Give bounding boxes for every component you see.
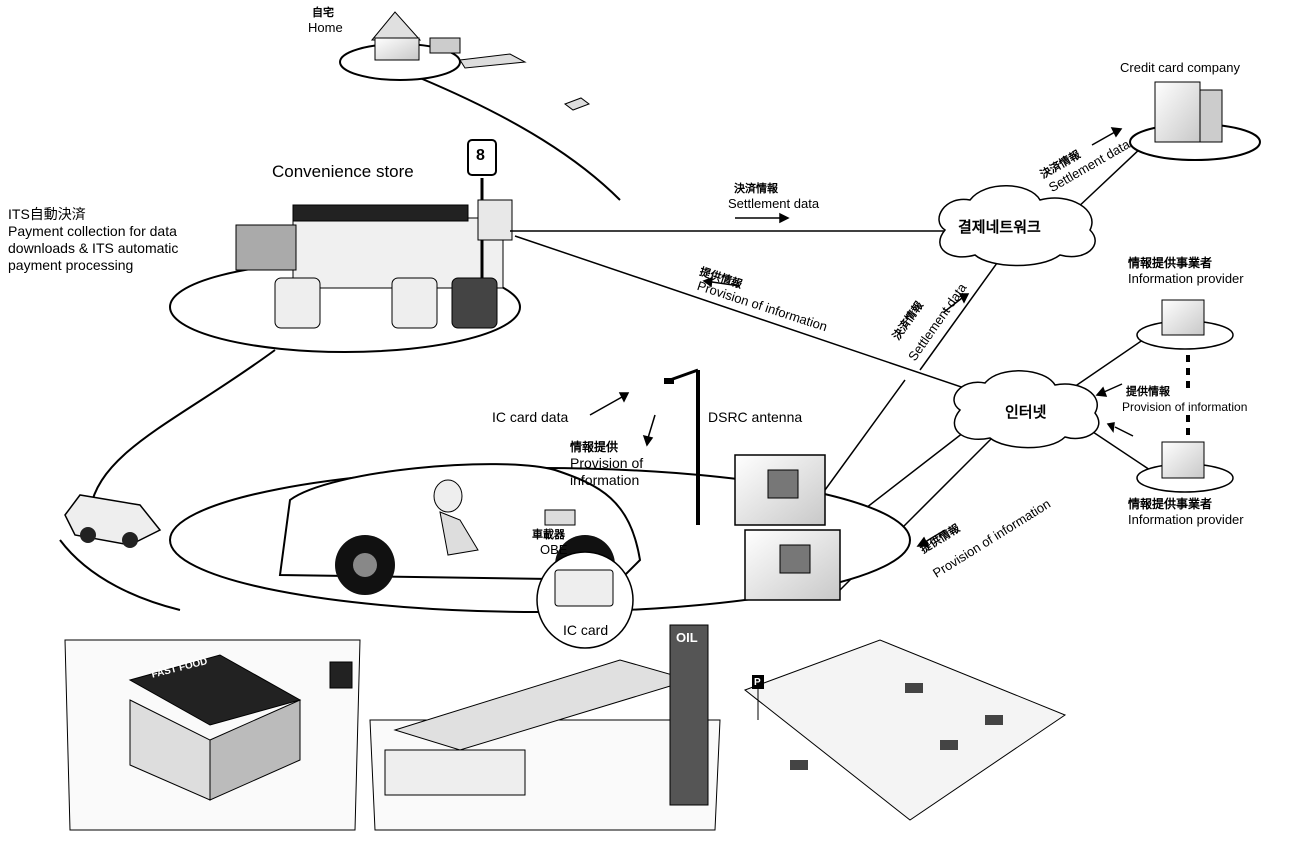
home-platform	[340, 12, 525, 80]
provision-right-jp: 提供情報	[1126, 385, 1170, 400]
info-provision-en2: information	[570, 473, 639, 488]
information-provider-building-bottom	[1137, 442, 1233, 492]
obe-en: OBE	[540, 542, 567, 557]
info-provider-bottom-jp: 情報提供事業者	[1128, 497, 1212, 512]
ic-card-data-label: IC card data	[492, 410, 568, 425]
terminal-lower	[745, 530, 840, 600]
info-provision-jp: 情報提供	[570, 440, 618, 455]
store-sign-8: 8	[476, 148, 485, 163]
parking-sign: P	[754, 675, 761, 690]
ellipsis-dots	[1186, 355, 1190, 435]
ic-card-label: IC card	[563, 623, 608, 638]
home-label-jp: 自宅	[312, 6, 334, 21]
info-provision-en1: Provision of	[570, 456, 643, 471]
its-payment-line2: downloads & ITS automatic	[8, 241, 178, 256]
terminal-upper	[735, 455, 825, 525]
internet-label: 인터넷	[1005, 405, 1046, 420]
arriving-car	[65, 495, 160, 548]
oil-sign: OIL	[676, 630, 698, 645]
settlement-top-jp: 決済情報	[734, 182, 778, 197]
info-provider-top-en: Information provider	[1128, 271, 1244, 286]
settlement-top-en: Settlement data	[728, 196, 819, 211]
convenience-store-title: Convenience store	[272, 162, 414, 182]
dsrc-antenna-label: DSRC antenna	[708, 410, 802, 425]
small-car-icon	[565, 98, 589, 110]
credit-card-company-label: Credit card company	[1120, 60, 1240, 75]
obe-jp: 車載器	[532, 528, 565, 543]
info-provider-bottom-en: Information provider	[1128, 512, 1244, 527]
its-payment-line3: payment processing	[8, 258, 133, 273]
settlement-network-label: 결제네트워크	[958, 220, 1041, 235]
information-provider-building-top	[1137, 300, 1233, 349]
gas-station-scene	[370, 625, 720, 830]
its-payment-line1: Payment collection for data	[8, 224, 177, 239]
fast-food-scene	[65, 640, 360, 830]
home-label-en: Home	[308, 20, 343, 35]
info-provider-top-jp: 情報提供事業者	[1128, 256, 1212, 271]
credit-card-company-building	[1130, 82, 1260, 160]
its-payment-jp: ITS自動決済	[8, 207, 86, 222]
parking-lot-scene	[745, 640, 1065, 820]
provision-right-en: Provision of information	[1122, 400, 1247, 415]
